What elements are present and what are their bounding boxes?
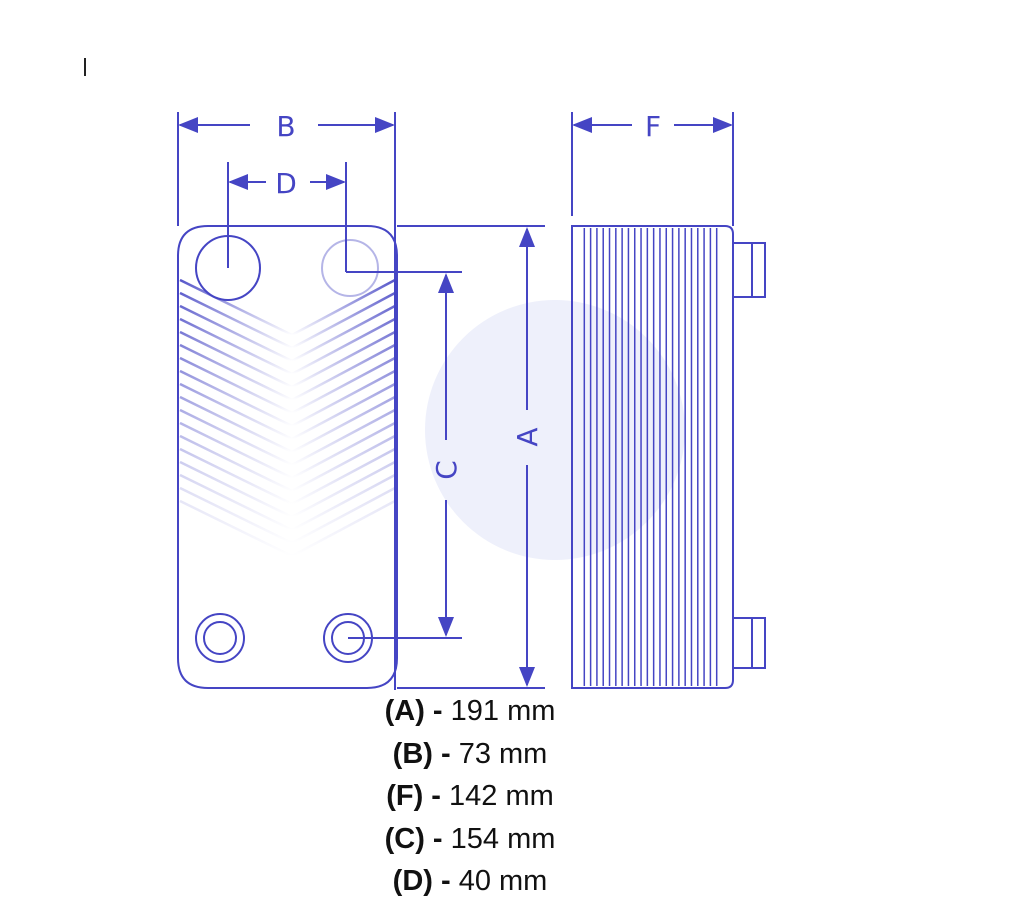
spec-f: (F) - 142 mm [300,775,640,818]
chevron-line [179,421,396,480]
top-right-port [321,239,379,297]
side-view [571,225,766,689]
spec-key: (F) [386,780,424,812]
dimension-b [177,112,396,690]
chevron-line [179,473,396,532]
chevron-line [179,330,396,389]
label-b: B [276,110,295,143]
spec-a: (A) - 191 mm [300,690,640,733]
dimension-spec-list: (A) - 191 mm (B) - 73 mm (F) - 142 mm (C… [300,690,640,903]
spec-key: (B) [392,737,433,770]
bottom-left-port [195,613,245,663]
spec-key: (A) [384,695,425,727]
front-plate [177,225,398,689]
spec-sep: - [424,822,451,855]
spec-sep: - [432,865,459,897]
watermark-logo [425,300,685,560]
spec-sep: - [424,695,451,727]
side-port-top [732,242,766,298]
spec-value: 154 mm [450,822,556,855]
chevron-line [179,291,396,350]
chevron-line [179,486,396,545]
chevron-line [179,304,396,363]
dimension-a [397,225,545,689]
chevron-line [179,369,396,428]
dimension-d [227,162,462,273]
spec-sep: - [432,737,459,770]
spec-value: 191 mm [450,695,556,727]
label-a: A [511,427,544,446]
spec-b: (B) - 73 mm [300,733,640,776]
dimension-c [348,273,462,639]
spec-c: (C) - 154 mm [300,818,640,861]
chevron-line [179,460,396,519]
label-c: C [430,460,463,480]
spec-key: (C) [384,822,425,855]
chevron-line [179,447,396,506]
spec-value: 142 mm [449,780,554,812]
chevron-line [179,395,396,454]
text-cursor-mark [84,58,86,76]
spec-d: (D) - 40 mm [300,860,640,903]
chevron-line [179,499,396,558]
chevron-line [179,343,396,402]
spec-key: (D) [392,865,433,897]
chevron-line [179,434,396,493]
spec-value: 40 mm [458,865,548,897]
chevron-line [179,317,396,376]
dimension-f [571,112,734,226]
chevron-pattern [179,278,396,558]
chevron-line [179,356,396,415]
spec-sep: - [423,780,450,812]
label-f: F [645,110,661,143]
side-port-bottom [732,617,766,669]
label-d: D [275,167,297,200]
chevron-line [179,408,396,467]
spec-value: 73 mm [458,737,548,770]
chevron-line [179,382,396,441]
